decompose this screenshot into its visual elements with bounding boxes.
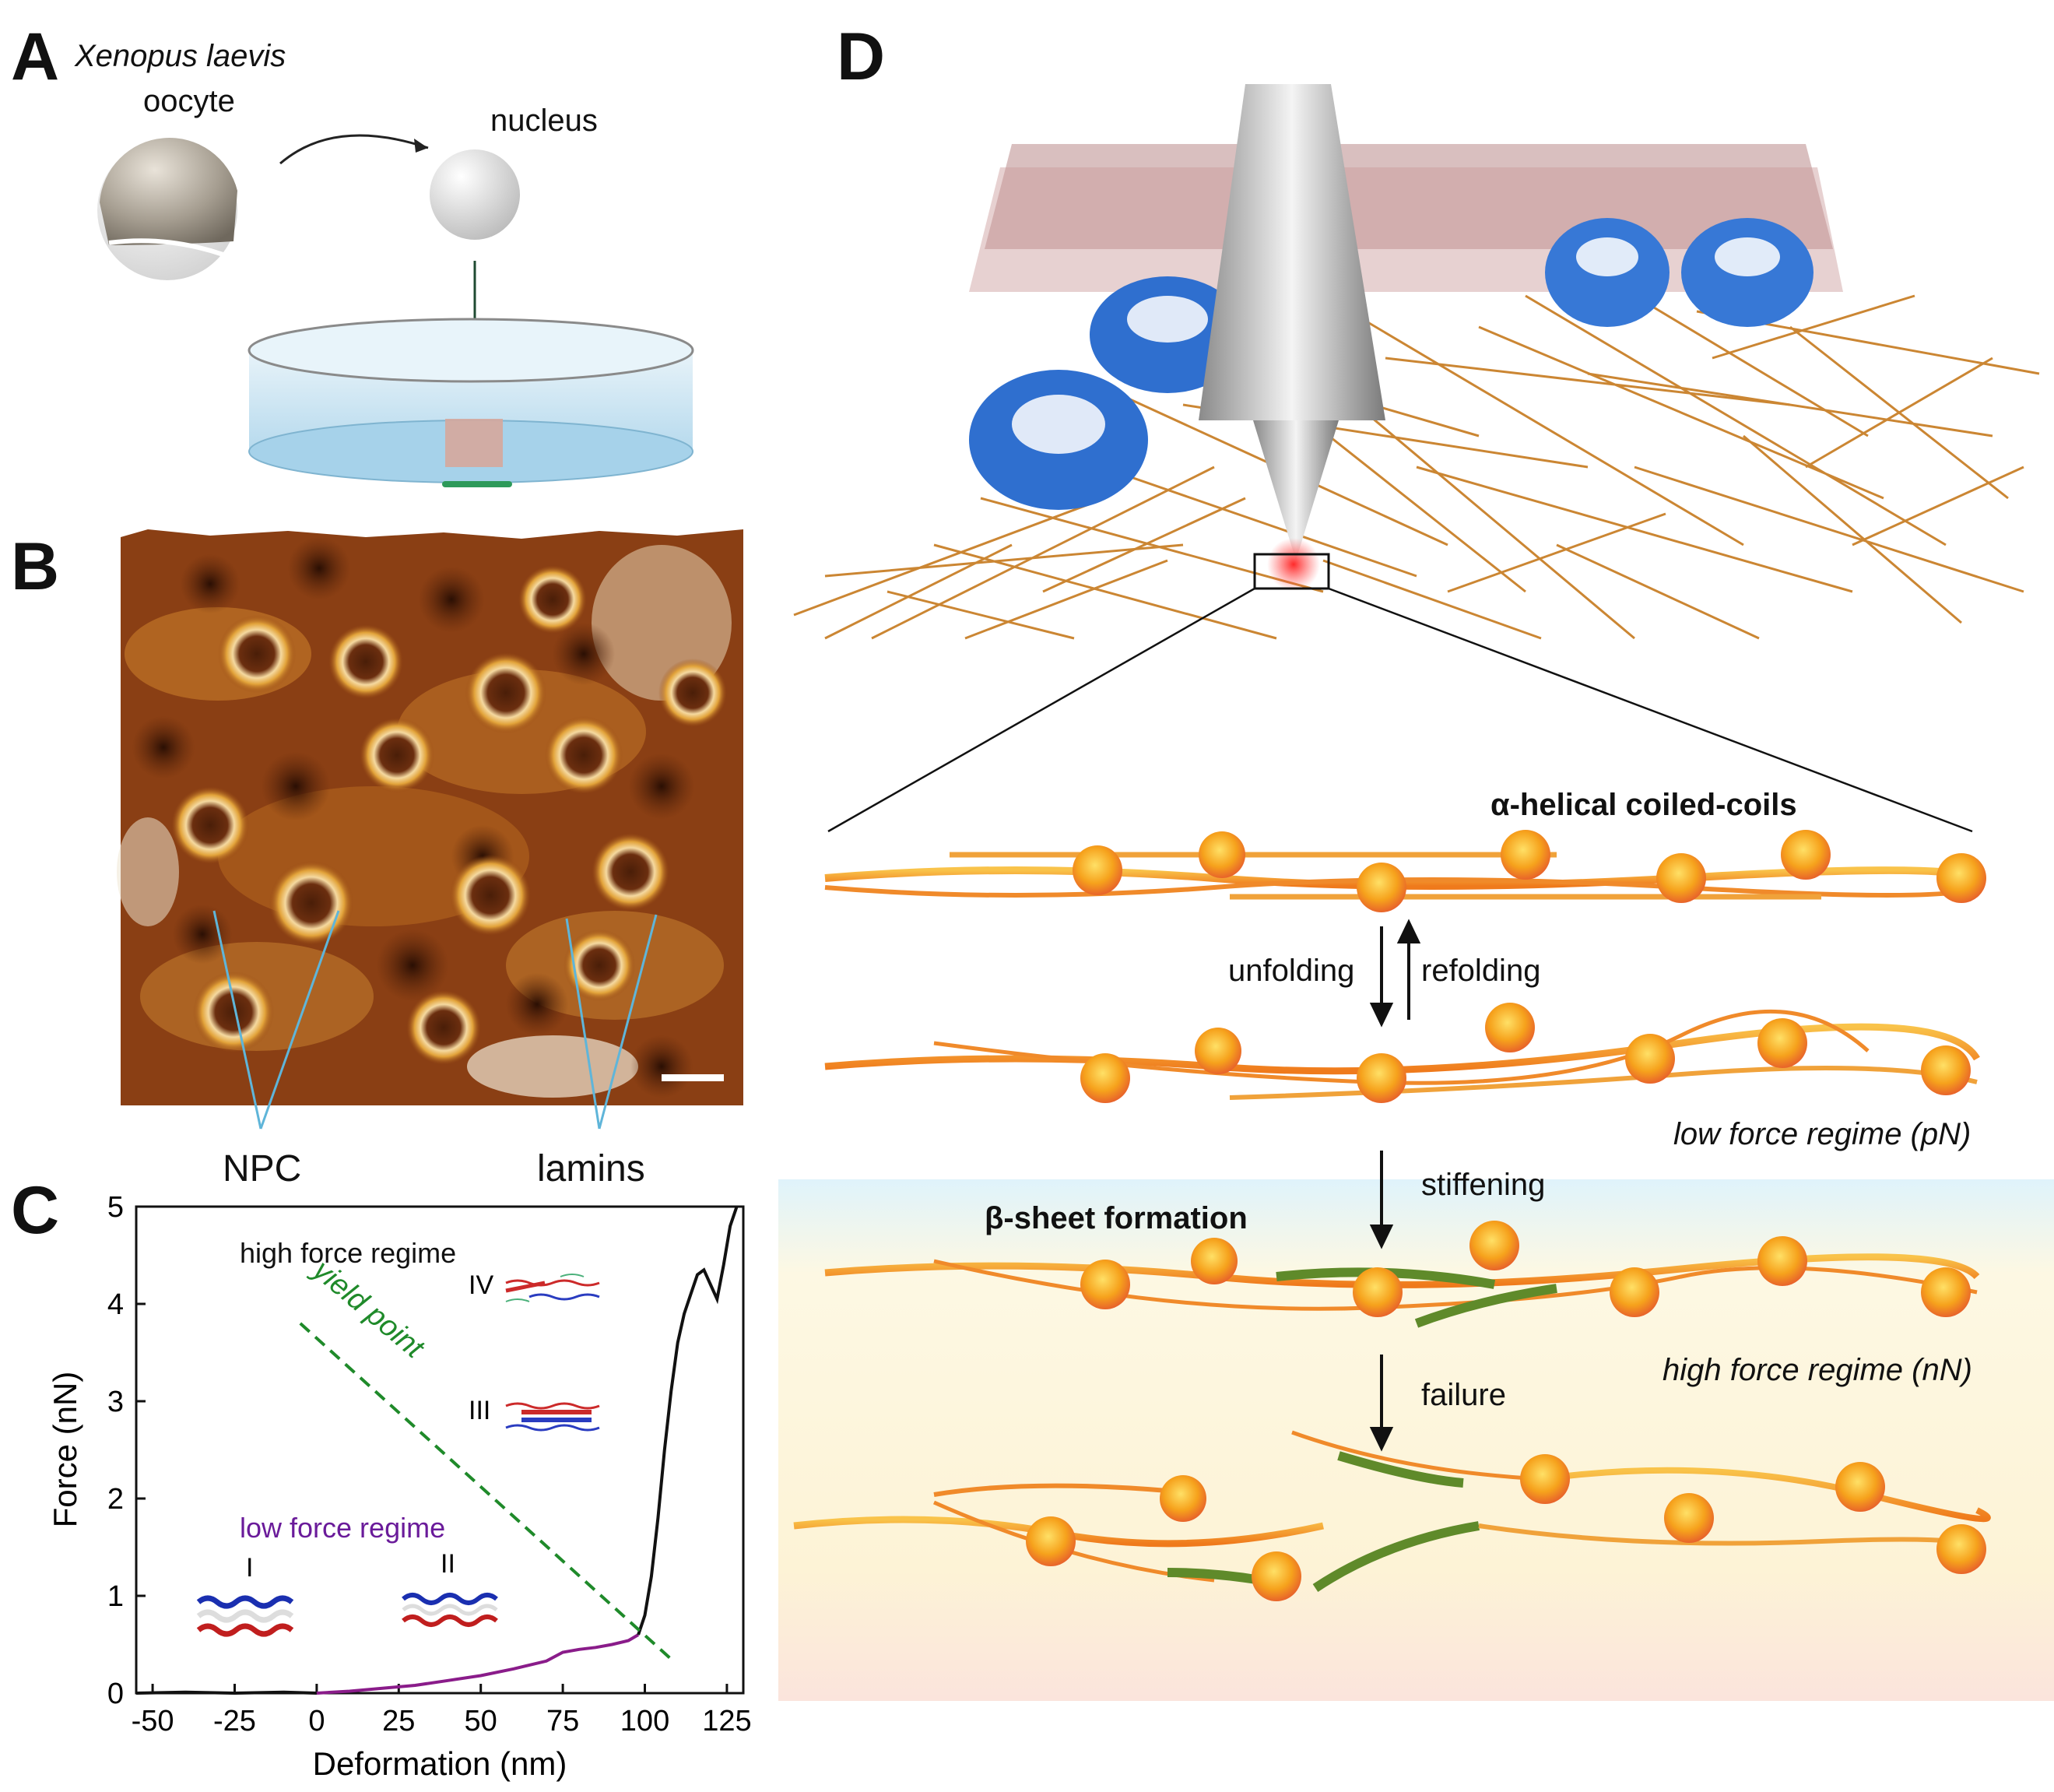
failed-filaments: [793, 1430, 1991, 1601]
series-line-3: [637, 1206, 739, 1636]
yield-point-label: yield point: [305, 1253, 430, 1365]
series-line-2: [316, 1633, 640, 1695]
oocyte-label: oocyte: [143, 84, 235, 118]
beta-sheet-filaments: [824, 1221, 1980, 1328]
process-arrows: [1369, 919, 1421, 1452]
transfer-arrow: [279, 134, 429, 165]
nucleus-sphere: [430, 149, 520, 240]
force-deformation-chart: -50 -25 0 25 50 75 100 125 0 1 2 3 4 5 Deformation (…: [47, 1191, 752, 1782]
x-axis-label: Deformation (nm): [313, 1745, 567, 1782]
afm-image: [117, 529, 743, 1105]
high-force-regime-nn-label: high force regime (nN): [1663, 1353, 1972, 1387]
failure-label: failure: [1421, 1378, 1506, 1412]
npc-label: NPC: [223, 1148, 302, 1189]
x-tick-label: 50: [465, 1705, 497, 1738]
y-tick-label: 2: [107, 1483, 124, 1516]
y-axis-label: Force (nN): [47, 1372, 83, 1528]
afm-tip: [1199, 84, 1385, 591]
low-force-regime-pn-label: low force regime (pN): [1673, 1117, 1971, 1151]
low-force-regime-label: low force regime: [240, 1512, 445, 1544]
panel-label-a: A: [11, 19, 60, 94]
structure-i-icon: [196, 1595, 294, 1637]
beta-sheet-label: β-sheet formation: [985, 1201, 1248, 1235]
plot-frame: [135, 1205, 745, 1695]
lamins-label: lamins: [537, 1148, 645, 1189]
x-tick-label: 75: [546, 1705, 579, 1738]
refolding-label: refolding: [1421, 954, 1541, 988]
stage-iv-label: IV: [469, 1270, 493, 1300]
stage-i-label: I: [246, 1553, 253, 1583]
alpha-helical-label: α-helical coiled-coils: [1490, 788, 1797, 822]
partially-unfolded-filaments: [824, 1003, 1980, 1103]
y-tick-label: 1: [107, 1580, 124, 1613]
structure-iv-icon: [505, 1274, 600, 1302]
scale-bar: [662, 1074, 724, 1081]
panel-b-pointers: [212, 910, 658, 1130]
panel-label-c: C: [11, 1173, 60, 1248]
unfolding-label: unfolding: [1228, 954, 1355, 988]
panel-a-illustration: [97, 134, 694, 487]
x-tick-label: -50: [132, 1705, 174, 1738]
y-tick-label: 0: [107, 1678, 124, 1710]
stage-ii-label: II: [441, 1549, 455, 1579]
structure-iii-icon: [505, 1402, 600, 1432]
y-tick-label: 4: [107, 1288, 124, 1321]
panel-label-b: B: [11, 529, 60, 604]
structure-ii-icon: [402, 1593, 498, 1627]
y-tick-label: 5: [107, 1191, 124, 1224]
x-tick-label: -25: [213, 1705, 256, 1738]
oocyte-sphere: [97, 137, 251, 280]
species-label: Xenopus laevis: [75, 39, 286, 73]
stiffening-label: stiffening: [1421, 1168, 1546, 1202]
panel-d-illustration: [778, 84, 2054, 1701]
x-tick-label: 25: [382, 1705, 415, 1738]
high-force-regime-label: high force regime: [240, 1237, 456, 1269]
panel-label-d: D: [837, 19, 886, 94]
petri-dish: [248, 318, 694, 487]
nuclear-pore-complexes: [969, 218, 1813, 510]
x-tick-label: 0: [308, 1705, 325, 1738]
alpha-helical-filaments: [824, 830, 1986, 912]
x-tick-label: 100: [620, 1705, 669, 1738]
y-tick-label: 3: [107, 1386, 124, 1418]
nucleus-label: nucleus: [490, 104, 598, 138]
zoom-box: [1253, 553, 1330, 590]
series-line-1: [135, 1690, 317, 1695]
yield-point-line: [299, 1322, 672, 1660]
x-tick-label: 125: [702, 1705, 751, 1738]
stage-iii-label: III: [469, 1396, 490, 1425]
